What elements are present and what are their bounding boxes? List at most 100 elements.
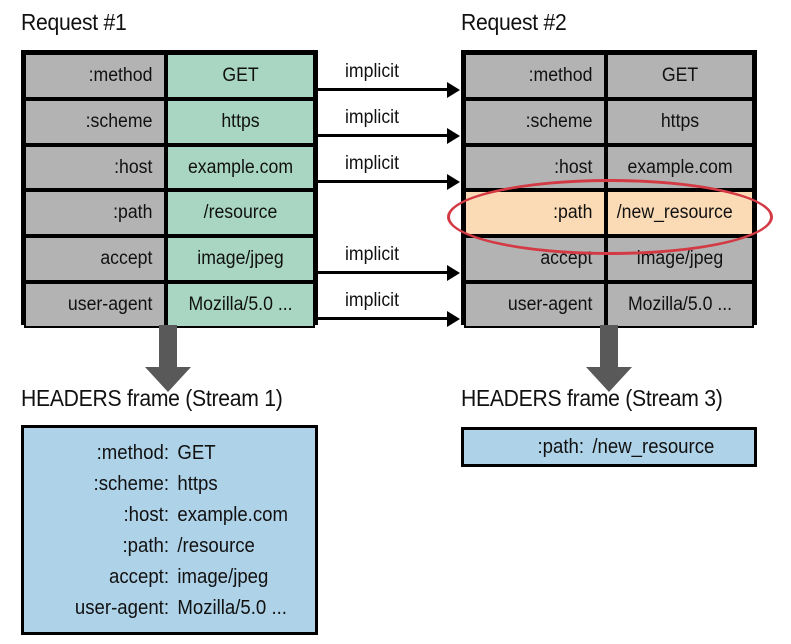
header-value-text: GET	[222, 64, 259, 86]
header-name-text: accept	[100, 248, 153, 270]
frame-header-row: accept: image/jpeg	[24, 561, 315, 592]
frame-header-key: :path:	[537, 436, 584, 458]
table-row: accept image/jpeg	[464, 236, 754, 283]
header-value-cell: image/jpeg	[166, 236, 315, 283]
table-row: :host example.com	[464, 144, 754, 191]
header-value-cell: Mozilla/5.0 ...	[166, 282, 315, 328]
header-value-text: /new_resource	[616, 202, 733, 224]
implicit-label: implicit	[345, 290, 399, 311]
implicit-arrow-line	[318, 271, 448, 274]
frame-header-row: :scheme: https	[24, 468, 315, 499]
header-name-text: user-agent	[507, 294, 593, 316]
header-value-cell: image/jpeg	[606, 236, 754, 283]
header-name-text: :host	[554, 156, 593, 178]
header-name-text: accept	[540, 248, 593, 270]
frame-header-value: /new_resource	[592, 436, 715, 458]
header-value-text: example.com	[187, 156, 294, 178]
table-row: :scheme https	[24, 98, 315, 145]
frame-header-value: https	[177, 472, 218, 495]
frame-header-value: /resource	[177, 534, 255, 557]
header-name-text: :method	[88, 64, 153, 86]
stream3-flow-arrow	[586, 325, 632, 392]
frame-header-key: user-agent:	[74, 596, 169, 619]
header-name-cell: :scheme	[464, 98, 606, 145]
table-row: :scheme https	[464, 98, 754, 145]
frame-header-row: :method:GET	[24, 437, 315, 468]
table-row: user-agent Mozilla/5.0 ...	[24, 282, 315, 328]
implicit-arrow-line	[318, 317, 448, 320]
frame-header-key: :host:	[123, 503, 169, 526]
frame-header-row: :path: /new_resource	[464, 430, 754, 464]
implicit-label: implicit	[345, 107, 399, 128]
implicit-arrow-line	[318, 134, 448, 137]
header-value-cell: https	[166, 98, 315, 145]
header-value-cell: example.com	[166, 144, 315, 191]
implicit-label: implicit	[345, 153, 399, 174]
implicit-arrow-line	[318, 180, 448, 183]
frame1-box: :method:GET :scheme: https :host: example.co…	[21, 425, 318, 635]
table-row: :method GET	[464, 53, 754, 99]
header-value-cell: Mozilla/5.0 ...	[606, 282, 754, 328]
implicit-arrow-head-icon	[447, 311, 460, 327]
request1-title: Request #1	[21, 9, 127, 35]
frame-header-value: Mozilla/5.0 ...	[177, 596, 287, 619]
header-value-cell: GET	[606, 53, 754, 99]
table-row: :host example.com	[24, 144, 315, 191]
header-name-cell: :method	[464, 53, 606, 99]
header-name-text: :path	[553, 202, 593, 224]
header-value-text: example.com	[627, 156, 733, 178]
table-row: user-agent Mozilla/5.0 ...	[464, 282, 754, 328]
frame-header-value: image/jpeg	[177, 565, 269, 588]
header-name-text: :path	[113, 202, 153, 224]
implicit-label: implicit	[345, 61, 399, 82]
header-value-text: Mozilla/5.0 ...	[627, 294, 733, 316]
header-name-text: :scheme	[525, 110, 593, 132]
request1-table: :method GET :scheme https :host example.com :p…	[21, 50, 318, 328]
header-name-text: :scheme	[85, 110, 153, 132]
table-row: :method GET	[24, 53, 315, 99]
header-value-text: GET	[661, 64, 699, 86]
frame-header-key: :scheme:	[93, 472, 169, 495]
implicit-arrow-head-icon	[447, 128, 460, 144]
frame-header-value: example.com	[177, 503, 288, 526]
frame-header-row: :host: example.com	[24, 499, 315, 530]
implicit-arrow-line	[318, 88, 448, 91]
frame-header-key: :method:	[96, 441, 169, 464]
implicit-arrow-head-icon	[447, 174, 460, 190]
request2-table: :method GET :scheme https :host example.com :p…	[461, 50, 757, 328]
header-name-cell: user-agent	[464, 282, 606, 328]
frame-header-key: accept:	[109, 565, 169, 588]
implicit-label: implicit	[345, 244, 399, 265]
header-name-cell: user-agent	[24, 282, 166, 328]
request2-title: Request #2	[461, 9, 567, 35]
frame2-box: :path: /new_resource	[461, 427, 757, 467]
header-value-text: https	[221, 110, 260, 132]
header-value-text: https	[660, 110, 700, 132]
header-value-cell: /resource	[166, 190, 315, 237]
header-name-cell: :host	[464, 144, 606, 191]
header-name-cell: accept	[24, 236, 166, 283]
header-name-cell: :method	[24, 53, 166, 99]
header-value-cell: GET	[166, 53, 315, 99]
table-row: accept image/jpeg	[24, 236, 315, 283]
frame2-caption: HEADERS frame (Stream 3)	[461, 385, 723, 411]
header-name-cell: :scheme	[24, 98, 166, 145]
table-row: :path/resource	[24, 190, 315, 237]
header-value-text: Mozilla/5.0 ...	[188, 294, 293, 316]
frame-header-row: :path: /resource	[24, 530, 315, 561]
header-value-cell: https	[606, 98, 754, 145]
implicit-arrow-head-icon	[447, 82, 460, 98]
header-value-text: /resource	[203, 202, 278, 224]
table-row: :path/new_resource	[464, 190, 754, 237]
header-value-text: image/jpeg	[636, 248, 724, 270]
header-name-cell: :path	[24, 190, 166, 237]
frame-header-key: :path:	[122, 534, 169, 557]
header-value-text: image/jpeg	[197, 248, 284, 270]
header-name-cell: :path	[464, 190, 606, 237]
header-value-cell: example.com	[606, 144, 754, 191]
stream1-flow-arrow	[145, 325, 191, 392]
frame1-caption: HEADERS frame (Stream 1)	[21, 385, 283, 411]
header-name-cell: :host	[24, 144, 166, 191]
frame-header-row: user-agent: Mozilla/5.0 ...	[24, 592, 315, 623]
implicit-arrow-head-icon	[447, 265, 460, 281]
